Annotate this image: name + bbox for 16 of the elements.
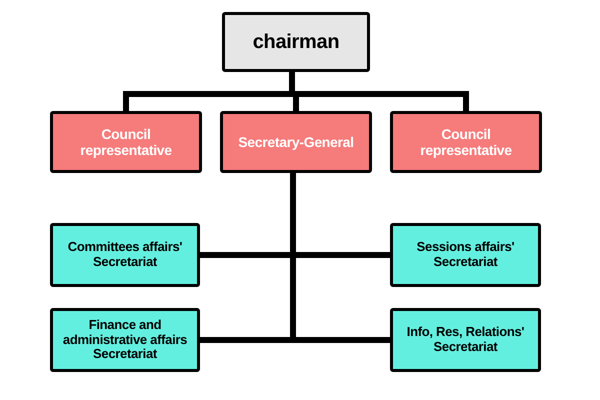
box-label: Finance and administrative affairs Secretariat	[62, 318, 188, 362]
org-box	[390, 223, 541, 287]
org-box	[222, 12, 370, 72]
box-label: Sessions affairs' Secretariat	[416, 240, 516, 270]
box-label: chairman	[252, 30, 340, 54]
box-label: Council representative	[419, 126, 513, 158]
org-box	[50, 308, 200, 372]
box-label: Council representative	[79, 126, 173, 158]
org-box	[50, 111, 202, 173]
box-label: Secretary-General	[238, 134, 354, 150]
org-box	[390, 308, 541, 372]
org-box	[390, 111, 542, 173]
org-box	[50, 223, 200, 287]
box-label: Info, Res, Relations' Secretariat	[406, 325, 526, 355]
org-box	[220, 111, 372, 173]
box-label: Committees affairs' Secretariat	[66, 240, 184, 270]
